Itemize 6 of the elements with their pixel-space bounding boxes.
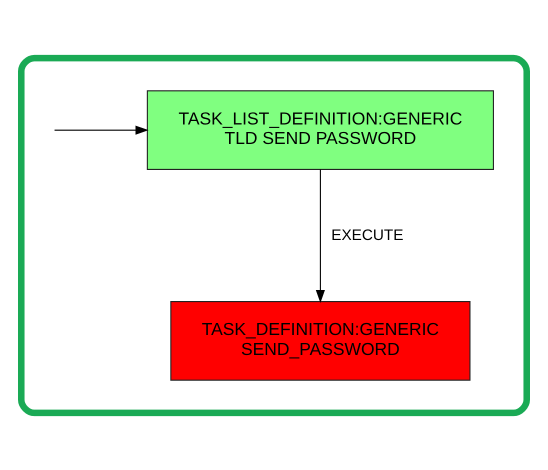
node-box: TASK_DEFINITION:GENERIC SEND_PASSWORD bbox=[170, 300, 470, 380]
edge-label: EXECUTE bbox=[331, 226, 404, 244]
node-box: TASK_LIST_DEFINITION:GENERIC TLD SEND PASSWORD bbox=[146, 90, 494, 170]
arrow bbox=[316, 168, 325, 303]
arrow bbox=[54, 125, 149, 134]
cluster bbox=[18, 54, 530, 416]
